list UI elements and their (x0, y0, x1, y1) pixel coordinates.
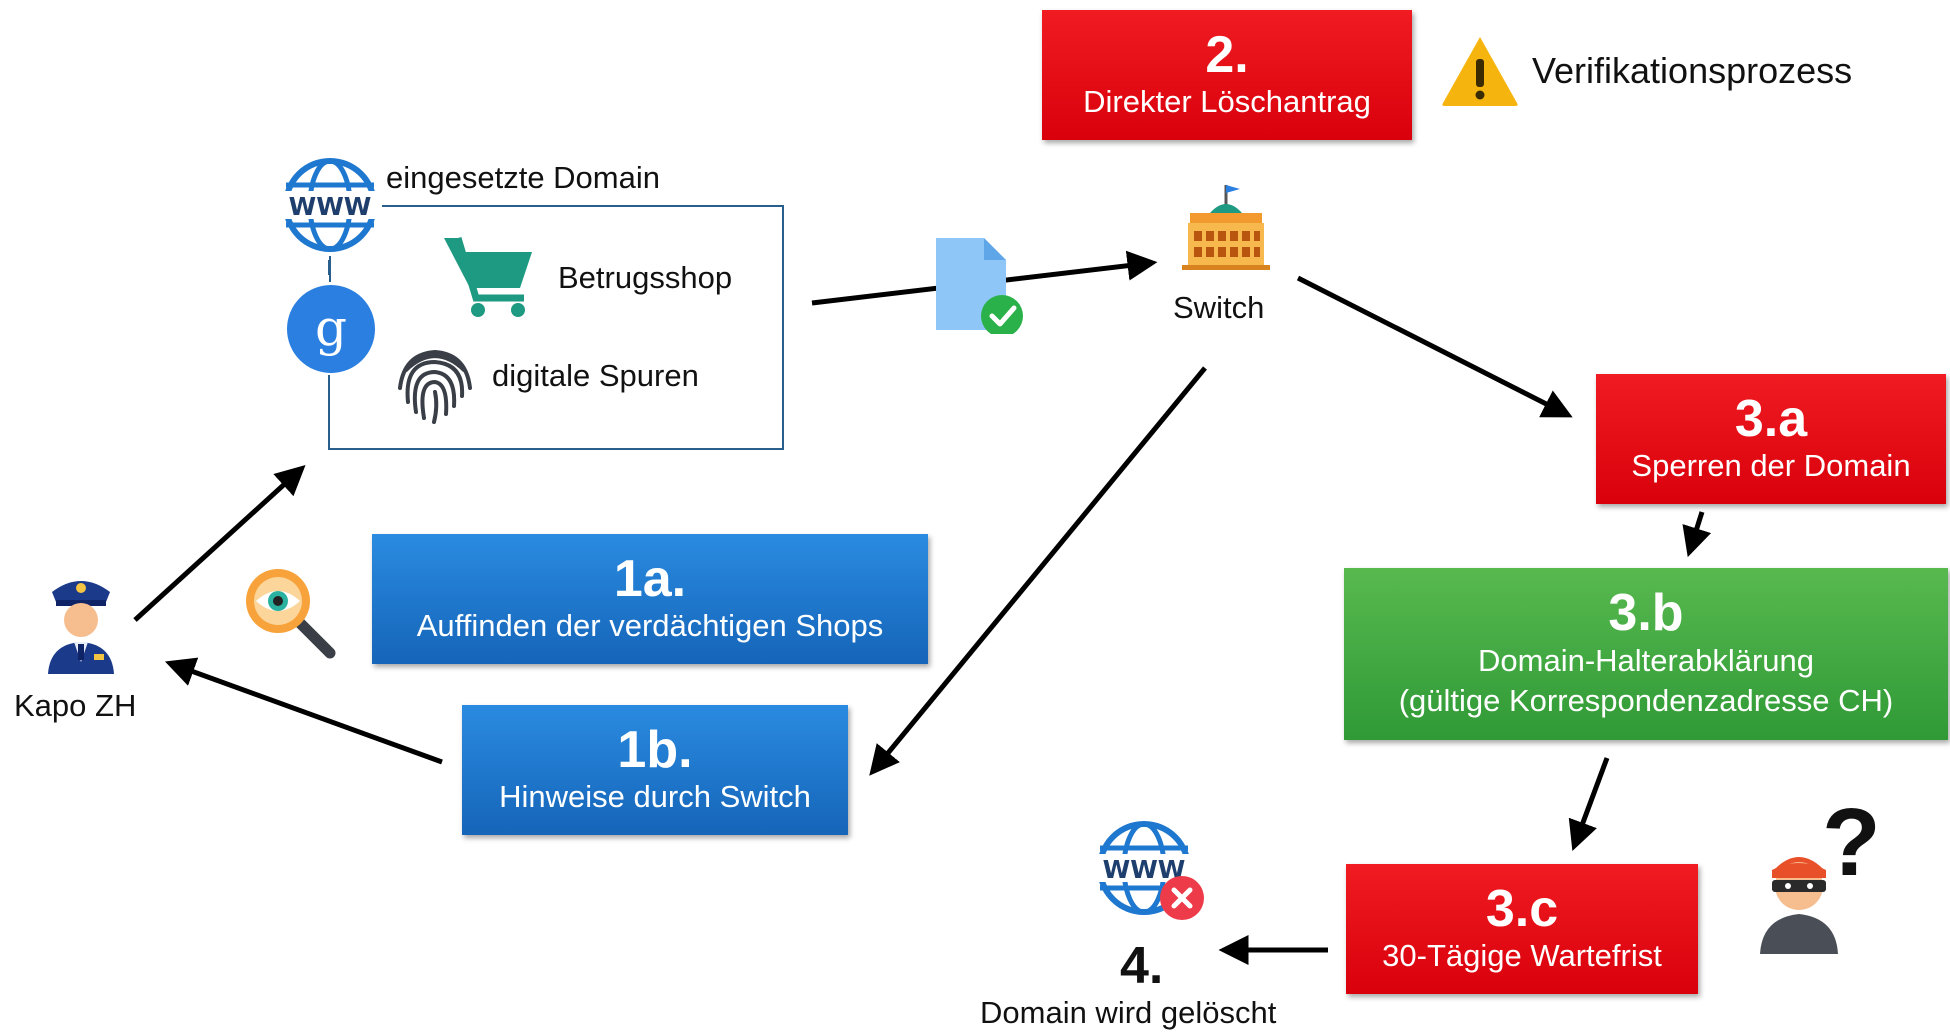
box-3c: 3.c 30-Tägige Wartefrist (1346, 864, 1698, 994)
svg-text:g: g (315, 299, 347, 357)
warning-label: Verifikationsprozess (1532, 50, 1853, 91)
box-3a: 3.a Sperren der Domain (1596, 374, 1946, 504)
box-3b: 3.b Domain-Halterabklärung (gültige Korr… (1344, 568, 1948, 740)
warning-icon (1442, 37, 1518, 106)
frame-connector-2 (329, 256, 331, 282)
arrow-3b-to-3c (1568, 757, 1610, 852)
box-1b-label: Hinweise durch Switch (499, 779, 811, 815)
shopping-cart-icon (444, 236, 532, 317)
box-1a-number: 1a. (613, 549, 687, 608)
box-3c-label: 30-Tägige Wartefrist (1382, 938, 1662, 974)
www-globe-icon: WWW (282, 158, 378, 252)
magnifier-eye-icon (246, 569, 336, 659)
arrow-switch-to-1b (869, 366, 1207, 776)
traces-label: digitale Spuren (492, 358, 699, 393)
box-1a-label: Auffinden der verdächtigen Shops (416, 608, 884, 644)
box-3b-line2: (gültige Korrespondenzadresse CH) (1398, 683, 1894, 719)
box-3c-number: 3.c (1485, 879, 1559, 938)
question-mark: ? (1822, 789, 1881, 896)
police-label: Kapo ZH (14, 688, 137, 723)
box-1a: 1a. Auffinden der verdächtigen Shops (372, 534, 928, 664)
box-3b-line1: Domain-Halterabklärung (1478, 643, 1814, 678)
box-1b: 1b. Hinweise durch Switch (462, 705, 848, 835)
box-3a-label: Sperren der Domain (1631, 448, 1911, 484)
arrow-3a-to-3b (1682, 511, 1712, 558)
domain-header: eingesetzte Domain (386, 160, 660, 195)
building-icon (1182, 185, 1270, 270)
www-deleted-icon: WWW (1094, 821, 1204, 920)
step-4-label: Domain wird gelöscht (980, 995, 1277, 1030)
step-4-number: 4. (1120, 937, 1164, 995)
step-2-label: Direkter Löschantrag (1083, 84, 1371, 120)
document-check-icon (936, 238, 1023, 334)
google-icon: g (287, 285, 375, 373)
box-step-2: 2. Direkter Löschantrag (1042, 10, 1412, 140)
step-2-number: 2. (1205, 25, 1249, 84)
box-3a-number: 3.a (1734, 389, 1808, 448)
fingerprint-icon (398, 349, 472, 424)
arrow-1b-to-police (164, 657, 443, 765)
thief-icon (1760, 857, 1838, 954)
arrow-police-to-domain (133, 464, 306, 622)
box-1b-number: 1b. (617, 720, 693, 779)
shop-label: Betrugsshop (558, 260, 733, 295)
box-3b-number: 3.b (1608, 584, 1684, 643)
police-officer-icon (48, 581, 114, 674)
switch-label: Switch (1173, 290, 1265, 325)
svg-text:WWW: WWW (289, 192, 372, 221)
arrow-switch-to-3a (1296, 275, 1573, 418)
